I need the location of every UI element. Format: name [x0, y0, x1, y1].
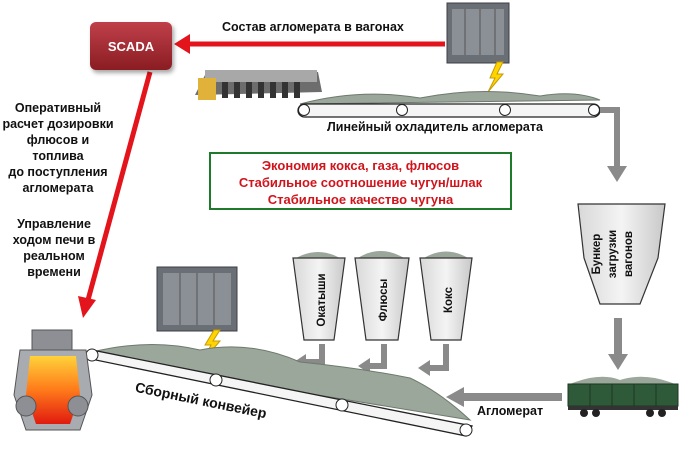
svg-text:вагонов: вагонов	[623, 231, 635, 277]
benefit-line: Экономия кокса, газа, флюсов	[261, 158, 460, 173]
cooler-label: Линейный охладитель агломерата	[327, 120, 543, 134]
composition-arrow	[174, 34, 445, 54]
dosing-calc-text: Оперативный расчет дозировки флюсов и то…	[2, 101, 114, 195]
scada-label: SCADA	[107, 38, 155, 54]
hopper-fluxes	[354, 251, 410, 374]
svg-text:Бункер: Бункер	[591, 234, 603, 275]
agglomerate-arrow	[446, 387, 562, 407]
analyzer-camera-collector	[156, 266, 238, 363]
scada-box[interactable]: SCADA	[90, 22, 172, 70]
blast-furnace	[13, 329, 93, 431]
benefit-line: Стабильное качество чугуна	[267, 192, 454, 207]
rail-wagon	[567, 376, 679, 417]
composition-label: Состав агломерата в вагонах	[222, 20, 404, 34]
collector-conveyor	[84, 343, 474, 437]
control-arrow	[78, 71, 153, 318]
svg-text:загрузки: загрузки	[607, 230, 619, 278]
benefit-line: Стабильное соотношение чугун/шлак	[238, 175, 483, 190]
analyzer-camera-top	[446, 2, 510, 93]
agglomerate-label: Агломерат	[477, 404, 544, 418]
hopper-label-coke: Кокс	[443, 286, 455, 313]
wagon-loading-bunker	[577, 203, 666, 305]
bunker-label: Бункер загрузки вагонов	[591, 230, 635, 278]
bunker-to-wagon-arrow	[608, 318, 628, 370]
hopper-label-fluxes: Флюсы	[378, 278, 390, 321]
cooler-to-bunker-arrow	[600, 107, 627, 182]
sinter-machine	[195, 70, 322, 100]
furnace-control-text: Управление ходом печи в реальном времени	[12, 217, 96, 279]
hopper-coke	[418, 251, 473, 376]
hopper-label-pellets: Окатыши	[316, 273, 328, 326]
benefits-box: Экономия кокса, газа, флюсов Стабильное …	[209, 152, 512, 210]
linear-cooler-conveyor	[297, 90, 601, 118]
